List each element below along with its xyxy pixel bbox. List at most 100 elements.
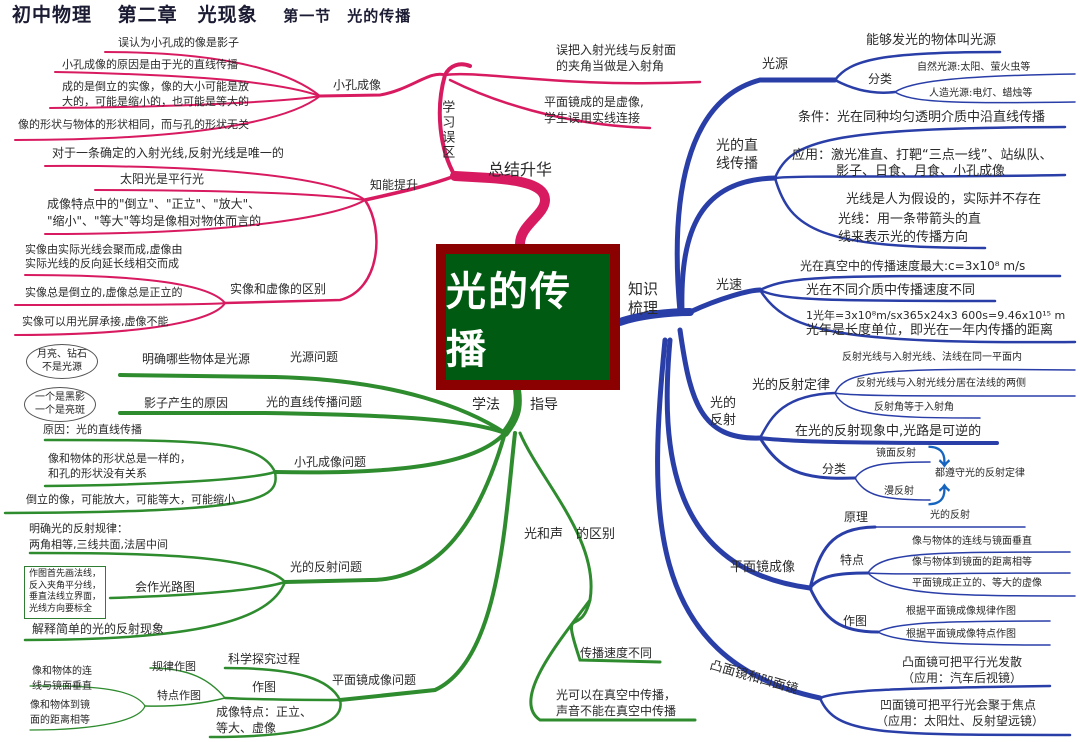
imaging-feature-2: 等大、虚像 [216, 721, 277, 735]
node-straight-problem: 光的直线传播问题 [266, 395, 363, 409]
source-problem-bubble: 月亮、钻石 不是光源 [26, 344, 98, 379]
node-light-source: 光源 [762, 57, 789, 72]
node-knowledge: 知识梳理 [628, 280, 659, 317]
plane-mirror-principle-label: 原理 [844, 510, 869, 524]
real-virtual-item-1: 实像由实际光线会聚而成,虚像由 [25, 243, 183, 256]
scientific-process: 科学探究过程 [228, 652, 301, 666]
real-virtual-item-2: 实际光线的反向延长线相交而成 [25, 257, 179, 270]
bubble-line-1: 一个是黑影 [35, 392, 85, 403]
explain-reflection: 解释简单的光的反射现象 [32, 622, 165, 636]
mistake-item-2: 的夹角当做是入射角 [556, 59, 665, 73]
pinhole-problem-item-3: 和孔的形状没有关系 [48, 467, 147, 480]
feature-drawing: 特点作图 [157, 689, 201, 702]
node-pinhole-problem: 小孔成像问题 [294, 455, 367, 469]
node-reflection-1: 光的 [710, 396, 737, 411]
straight-condition: 条件：光在同种均匀透明介质中沿直线传播 [798, 110, 1046, 125]
specular-reflection: 镜面反射 [876, 448, 916, 459]
title-section: 第一节 光的传播 [283, 7, 412, 25]
curved-arrow-icon: ⤴ [928, 484, 951, 509]
box-line: 光线方向要标全 [29, 604, 93, 615]
draw-light-path: 会作光路图 [135, 580, 196, 594]
node-source-problem: 光源问题 [290, 350, 339, 364]
lightyear-definition: 光年是长度单位，即光在一年内传播的距离 [806, 323, 1054, 338]
node-real-virtual: 实像和虚像的区别 [230, 282, 327, 296]
title-chapter: 第二章 光现象 [117, 4, 258, 26]
mistake-item-3: 平面镜成的是虚像, [544, 95, 644, 109]
node-mistakes: 学习误区 [439, 100, 455, 160]
ability-item-4: "缩小"、"等大"等均是像相对物体而言的 [47, 214, 262, 228]
mirror-feature-2b: 面的距离相等 [30, 715, 90, 726]
pinhole-item-5: 像的形状与物体的形状相同，而与孔的形状无关 [18, 118, 249, 131]
plane-mirror-feature-3: 平面镜成正立的、等大的虚像 [912, 578, 1042, 589]
reflection-law-3: 反射角等于入射角 [874, 402, 954, 413]
ray-definition-1: 光线：用一条带箭头的直 [838, 212, 982, 227]
reflection-law-label: 光的反射定律 [752, 378, 831, 393]
mirror-feature-1a: 像和物体的连 [32, 666, 92, 677]
node-speed: 光速 [716, 278, 743, 293]
plane-mirror-drawing-2: 根据平面镜成像特点作图 [906, 629, 1016, 640]
light-source-definition: 能够发光的物体叫光源 [866, 33, 997, 48]
node-reflection-problem: 光的反射问题 [290, 560, 363, 574]
box-line: 反入夹角平分线， [29, 580, 102, 591]
center-label: 光的传播 [446, 269, 572, 373]
reflection-law-2: 两角相等,三线共面,法居中间 [29, 538, 168, 551]
curved-arrow-icon: ⤵ [928, 446, 951, 471]
light-sound-vacuum-1: 光可以在真空中传播， [556, 688, 677, 702]
ability-item-1: 对于一条确定的入射光线,反射光线是唯一的 [52, 146, 284, 160]
ray-fact: 光线是人为假设的，实际并不存在 [846, 192, 1042, 207]
reflection-law-1: 反射光线与入射光线、法线在同一平面内 [842, 352, 1022, 363]
imaging-feature-1: 成像特点：正立、 [216, 705, 313, 719]
ray-definition-2: 线来表示光的传播方向 [838, 230, 969, 245]
diffuse-reflection: 漫反射 [884, 486, 914, 497]
bubble-line-2: 一个是亮斑 [35, 404, 85, 416]
node-pinhole: 小孔成像 [333, 78, 382, 92]
convex-mirror-2: （应用：汽车后视镜） [902, 671, 1023, 685]
node-straight-2: 线传播 [716, 156, 758, 172]
light-sound-vacuum-2: 声音不能在真空中传播 [556, 704, 677, 718]
convex-mirror-1: 凸面镜可把平行光发散 [902, 655, 1023, 669]
bubble-line-2: 不是光源 [42, 361, 82, 373]
plane-mirror-drawing-label: 作图 [843, 614, 868, 628]
straight-application-1: 应用：激光准直、打靶“三点一线”、站纵队、 [792, 148, 1053, 163]
pinhole-item-2: 小孔成像的原因是由于光的直线传播 [62, 58, 238, 71]
ability-item-3: 成像特点中的"倒立"、"正立"、"放大"、 [47, 197, 261, 211]
plane-mirror-features-label: 特点 [840, 553, 865, 567]
reflection-law-2: 反射光线与入射光线分居在法线的两侧 [856, 378, 1026, 389]
both-obey-law: 都遵守光的反射定律 [935, 468, 1025, 479]
real-virtual-item-4: 实像可以用光屏承接,虚像不能 [22, 315, 169, 328]
speed-max: 光在真空中的传播速度最大:c=3x10⁸ m/s [800, 259, 1026, 273]
box-line: 作图首先画法线， [29, 569, 102, 579]
mistake-item-1: 误把入射光线与反射面 [556, 43, 677, 57]
node-plane-mirror: 平面镜成像 [730, 560, 796, 575]
node-summary: 总结升华 [488, 160, 553, 179]
mirror-feature-2a: 像和物体到镜 [30, 700, 90, 711]
node-straight-1: 光的直 [716, 138, 758, 154]
box-line: 垂直法线立界面， [29, 592, 102, 603]
lightyear-calc: 1光年=3x10⁸m/sx365x24x3 600s=9.46x10¹⁵ m [806, 309, 1066, 322]
pinhole-item-1: 误认为小孔成的像是影子 [118, 36, 239, 49]
natural-light-source: 自然光源:太阳、萤火虫等 [917, 62, 1031, 73]
rule-drawing: 规律作图 [152, 660, 196, 673]
node-reflection-2: 反射 [710, 413, 737, 428]
artificial-light-source: 人造光源:电灯、蜡烛等 [929, 88, 1033, 99]
node-ability: 知能提升 [370, 178, 419, 192]
light-source-classify: 分类 [868, 72, 893, 86]
plane-mirror-drawing-1: 根据平面镜成像规律作图 [906, 606, 1016, 617]
concave-mirror-1: 凹面镜可把平行光会聚于焦点 [880, 698, 1037, 712]
node-mirror-problem: 平面镜成像问题 [332, 673, 417, 687]
bubble-line-1: 月亮、钻石 [37, 349, 87, 360]
real-virtual-item-3: 实像总是倒立的,虚像总是正立的 [25, 286, 183, 299]
straight-application-2: 影子、日食、月食、小孔成像 [836, 164, 1006, 179]
plane-mirror-principle: 光的反射 [930, 510, 970, 521]
node-light-sound: 光和声 的区别 [524, 527, 616, 542]
draw-rule-box: 作图首先画法线， 反入夹角平分线， 垂直法线立界面， 光线方向要标全 [24, 566, 107, 619]
pinhole-problem-item-4: 倒立的像，可能放大，可能等大，可能缩小 [26, 493, 235, 506]
mirror-drawing: 作图 [252, 680, 277, 694]
page-title: 初中物理 第二章 光现象 第一节 光的传播 [12, 4, 429, 28]
node-method-right: 指导 [530, 397, 558, 413]
speed-media: 光在不同介质中传播速度不同 [806, 283, 976, 298]
plane-mirror-feature-2: 像与物体到镜面的距离相等 [912, 557, 1032, 568]
light-sound-speed: 传播速度不同 [580, 646, 653, 660]
plane-mirror-feature-1: 像与物体的连线与镜面垂直 [912, 536, 1032, 547]
pinhole-item-3: 成的是倒立的实像，像的大小可能是放 [62, 80, 249, 93]
